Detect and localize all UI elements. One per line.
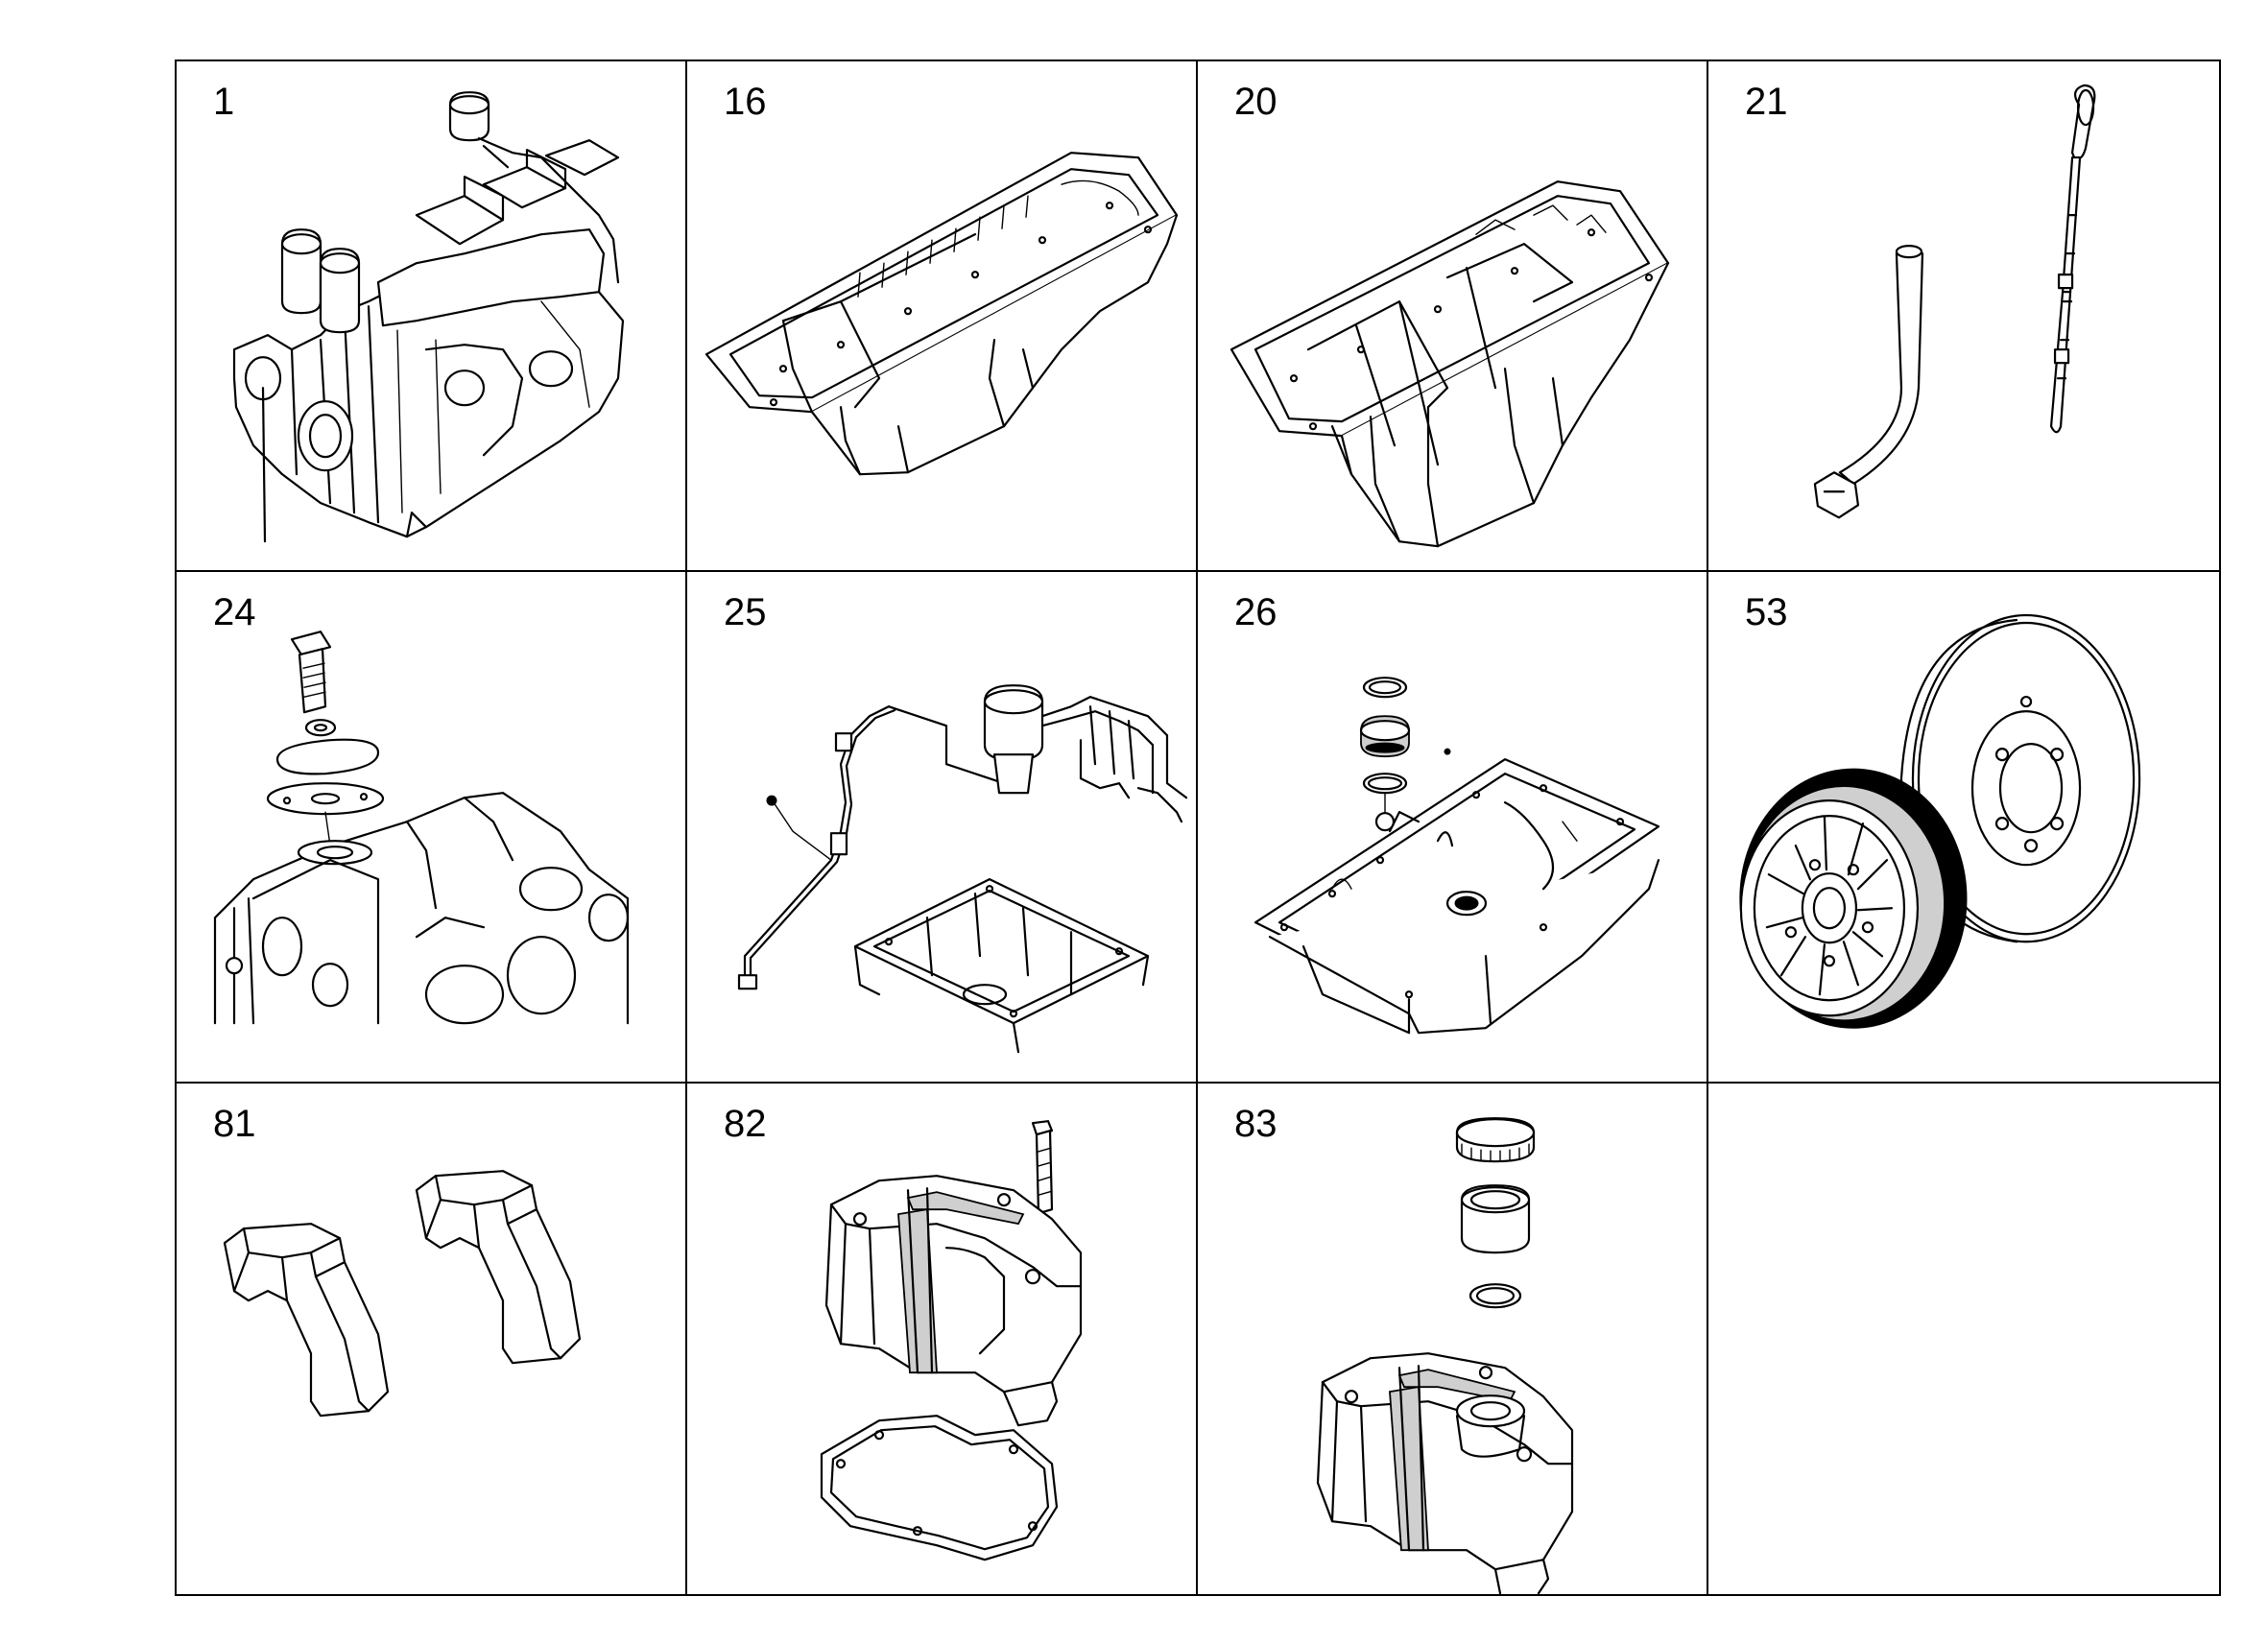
valve-cover-with-gasket-icon bbox=[687, 1084, 1196, 1594]
dipstick-and-guide-tube-icon bbox=[1708, 61, 2219, 570]
oil-pan-with-seals-icon bbox=[1198, 572, 1707, 1081]
part-number: 26 bbox=[1234, 591, 1277, 634]
oil-pan-icon bbox=[687, 61, 1196, 570]
valve-cover-with-cap-icon bbox=[1198, 1084, 1707, 1594]
part-cell-16[interactable]: 16 bbox=[687, 61, 1198, 573]
part-number: 82 bbox=[724, 1102, 767, 1145]
cover-brackets-icon bbox=[177, 1084, 685, 1594]
deep-oil-pan-icon bbox=[1198, 61, 1707, 570]
part-number: 1 bbox=[213, 81, 235, 123]
part-cell-26[interactable]: 26 bbox=[1198, 572, 1708, 1084]
part-number: 53 bbox=[1745, 591, 1788, 634]
vibration-damper-and-pulley-icon bbox=[1708, 572, 2219, 1081]
part-cell-24[interactable]: 24 bbox=[177, 572, 687, 1084]
empty-cell bbox=[1708, 1084, 2219, 1594]
part-cell-20[interactable]: 20 bbox=[1198, 61, 1708, 573]
part-cell-83[interactable]: 83 bbox=[1198, 1083, 1708, 1594]
part-cell-82[interactable]: 82 bbox=[687, 1083, 1198, 1594]
part-cell-1[interactable]: 1 bbox=[177, 61, 687, 573]
part-number: 81 bbox=[213, 1102, 256, 1145]
oil-lines-and-filter-icon bbox=[687, 572, 1196, 1081]
parts-grid: 1 bbox=[175, 60, 2221, 1596]
part-number: 83 bbox=[1234, 1102, 1277, 1145]
part-cell-53[interactable]: 53 bbox=[1708, 572, 2219, 1084]
flange-cover-with-bolt-icon bbox=[177, 572, 685, 1081]
part-number: 21 bbox=[1745, 81, 1788, 123]
part-cell-25[interactable]: 25 bbox=[687, 572, 1198, 1084]
part-number: 20 bbox=[1234, 81, 1277, 123]
part-cell-21[interactable]: 21 bbox=[1708, 61, 2219, 573]
part-number: 16 bbox=[724, 81, 767, 123]
part-number: 24 bbox=[213, 591, 256, 634]
part-number: 25 bbox=[724, 591, 767, 634]
part-cell-81[interactable]: 81 bbox=[177, 1083, 687, 1594]
engine-block-icon bbox=[177, 61, 685, 570]
